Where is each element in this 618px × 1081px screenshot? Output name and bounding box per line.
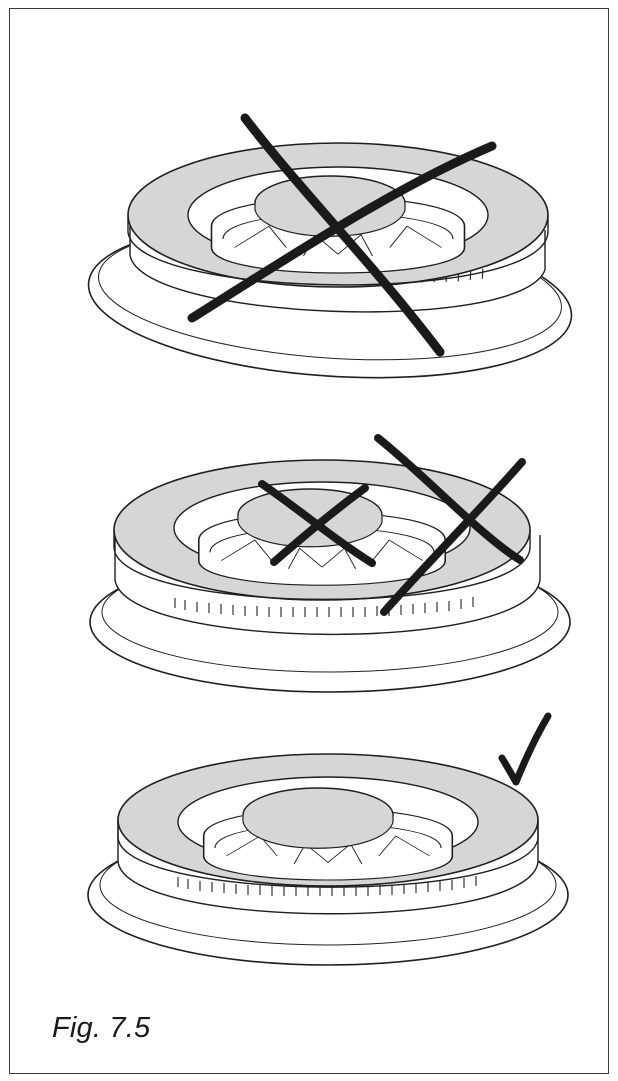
cross-icon bbox=[187, 113, 497, 357]
checkmark-icon bbox=[498, 712, 552, 786]
burner-incorrect-tilted bbox=[87, 113, 573, 379]
burner-correct bbox=[87, 712, 569, 966]
cross-icon bbox=[258, 480, 376, 567]
cross-icon bbox=[374, 434, 526, 616]
figure-caption: Fig. 7.5 bbox=[52, 1012, 151, 1044]
burner-incorrect-misaligned bbox=[89, 434, 571, 693]
